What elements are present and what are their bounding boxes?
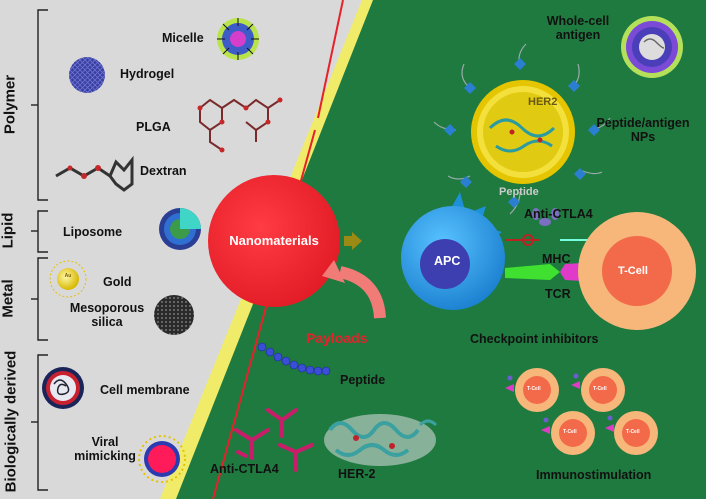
micelle-icon <box>217 18 259 60</box>
label-viral-mimicking: Viral mimicking <box>74 435 136 463</box>
label-checkpoint-inhibitors: Checkpoint inhibitors <box>470 332 599 346</box>
label-micelle: Micelle <box>162 31 204 45</box>
label-her2-payload: HER-2 <box>338 467 376 481</box>
plga-atoms <box>197 97 283 153</box>
hydrogel-icon <box>69 57 105 93</box>
anti-ctla4-antibody-icon <box>234 408 314 472</box>
category-metal: Metal <box>0 279 17 318</box>
peptide-antigen-np-icon <box>433 43 611 215</box>
immunostimulation-cells <box>505 368 658 455</box>
apc-cell-icon <box>401 192 505 310</box>
whole-cell-antigen-icon <box>621 16 683 78</box>
dextran-molecule-icon <box>55 155 134 192</box>
tcell-nucleus-icon <box>602 236 672 306</box>
label-plga: PLGA <box>136 120 171 134</box>
viral-mimicking-icon <box>138 435 186 483</box>
mesoporous-silica-icon <box>154 295 194 335</box>
label-anti-ctla4-right: Anti-CTLA4 <box>524 207 593 221</box>
label-small-tcell-4: T-Cell <box>626 429 640 435</box>
label-payloads: Payloads <box>306 330 368 346</box>
category-biologically-derived: Biologically derived <box>2 350 20 493</box>
label-small-tcell-3: T-Cell <box>563 429 577 435</box>
cell-membrane-icon <box>42 367 84 409</box>
gold-nanoparticle-icon <box>49 260 87 298</box>
label-her2-np: HER2 <box>528 96 558 108</box>
nanomaterials-circle <box>208 175 340 307</box>
label-whole-cell-antigen: Whole-cell antigen <box>546 14 610 42</box>
dextran-atoms <box>67 165 101 179</box>
label-peptide-antigen-nps: Peptide/antigen NPs <box>596 116 690 144</box>
label-tcr: TCR <box>545 287 571 301</box>
payload-arrow-head <box>322 260 345 283</box>
arrow-right-icon <box>344 232 362 250</box>
label-peptide-payload: Peptide <box>340 373 386 387</box>
label-gold: Gold <box>103 275 132 289</box>
liposome-icon <box>159 208 201 250</box>
label-small-tcell-2: T-Cell <box>593 386 607 392</box>
category-polymer: Polymer <box>1 74 19 135</box>
label-liposome: Liposome <box>63 225 123 239</box>
divider-line-top <box>317 0 344 119</box>
label-cell-membrane: Cell membrane <box>100 383 190 397</box>
label-tcell: T-Cell <box>618 265 648 277</box>
label-mesoporous-silica: Mesoporous silica <box>69 301 145 329</box>
gold-core-label: Au <box>64 273 72 279</box>
label-nanomaterials: Nanomaterials <box>229 233 319 248</box>
label-apc: APC <box>434 254 461 268</box>
label-dextran: Dextran <box>140 164 187 178</box>
her2-protein-icon <box>324 414 438 466</box>
label-hydrogel: Hydrogel <box>120 67 175 81</box>
label-peptide-np: Peptide <box>499 186 539 198</box>
peptide-chain-icon <box>257 342 331 376</box>
label-mhc: MHC <box>542 252 571 266</box>
label-immunostimulation: Immunostimulation <box>536 468 652 482</box>
label-small-tcell-1: T-Cell <box>527 386 541 392</box>
category-brackets <box>31 9 48 491</box>
label-anti-ctla4-payload: Anti-CTLA4 <box>210 462 279 476</box>
plga-molecule-icon <box>199 98 281 151</box>
payload-curved-arrow <box>338 266 386 319</box>
category-lipid: Lipid <box>0 212 17 249</box>
